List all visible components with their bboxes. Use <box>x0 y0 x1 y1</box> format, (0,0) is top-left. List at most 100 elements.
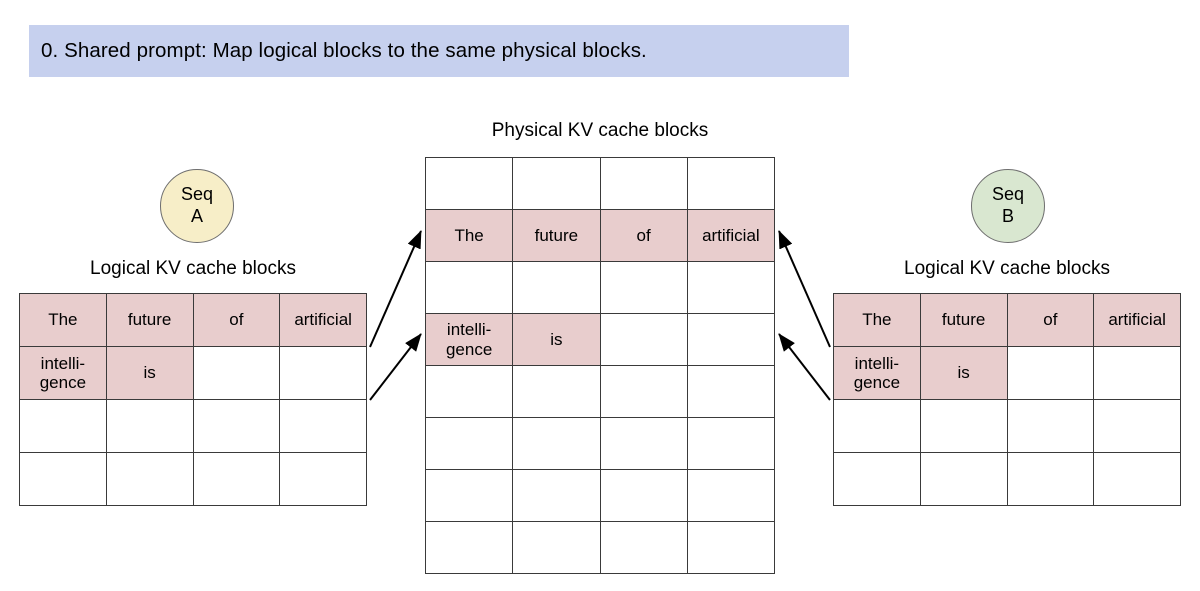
kv-block-token: artificial <box>294 310 352 330</box>
kv-block-empty <box>686 469 776 522</box>
kv-block-empty <box>105 452 194 506</box>
kv-block-empty <box>19 452 107 506</box>
kv-block-token: of <box>1043 310 1058 330</box>
block-row <box>424 261 776 314</box>
kv-block-empty <box>686 365 776 418</box>
kv-block-filled: future <box>105 293 194 347</box>
block-row: intelli-gence is <box>19 346 367 400</box>
kv-block-empty <box>512 521 601 574</box>
kv-block-empty <box>1093 452 1181 506</box>
kv-block-empty <box>424 469 514 522</box>
kv-block-empty <box>686 261 776 314</box>
kv-block-empty <box>424 417 514 470</box>
kv-block-empty <box>1093 399 1181 453</box>
block-row <box>19 452 367 506</box>
block-row <box>833 399 1181 453</box>
kv-block-empty <box>424 157 514 210</box>
kv-block-filled: is <box>105 346 194 400</box>
kv-block-filled: is <box>512 313 601 366</box>
kv-block-filled: The <box>424 209 514 262</box>
kv-block-empty <box>1006 399 1095 453</box>
kv-block-token: intelli-gence <box>39 353 87 392</box>
kv-block-token: of <box>229 310 244 330</box>
kv-block-empty <box>1093 346 1181 400</box>
kv-block-token: The <box>454 225 484 245</box>
block-row: intelli-gence is <box>424 313 776 366</box>
kv-block-token: artificial <box>1108 310 1166 330</box>
kv-block-token: The <box>862 310 892 330</box>
kv-block-filled: is <box>919 346 1008 400</box>
kv-block-empty <box>686 157 776 210</box>
physical-cache-title: Physical KV cache blocks <box>491 120 709 141</box>
kv-block-empty <box>1006 452 1095 506</box>
block-row: The future of artificial <box>19 293 367 347</box>
seq-a-label-line2: A <box>190 206 203 226</box>
kv-block-token: artificial <box>702 225 760 245</box>
kv-block-filled: intelli-gence <box>424 313 514 366</box>
seq-a-block1-to-physical-row4 <box>369 333 422 401</box>
seq-b-block0-to-physical-row2 <box>778 230 831 348</box>
block-row <box>424 157 776 210</box>
kv-block-token: The <box>48 310 78 330</box>
kv-block-empty <box>599 417 688 470</box>
block-row <box>424 521 776 574</box>
block-row <box>424 365 776 418</box>
kv-block-empty <box>686 417 776 470</box>
kv-block-token: future <box>534 225 579 245</box>
kv-block-empty <box>279 452 367 506</box>
kv-block-token: is <box>957 363 970 383</box>
physical-kv-cache-table: The future of artificial intelli-gence is <box>424 157 776 574</box>
seq-b-block1-to-physical-row4 <box>778 333 831 401</box>
kv-block-token: of <box>636 225 651 245</box>
kv-block-filled: future <box>919 293 1008 347</box>
kv-block-empty <box>833 452 921 506</box>
kv-block-filled: intelli-gence <box>19 346 107 400</box>
kv-block-filled: of <box>599 209 688 262</box>
block-row: intelli-gence is <box>833 346 1181 400</box>
kv-block-token: intelli-gence <box>853 353 901 392</box>
kv-block-empty <box>192 346 281 400</box>
kv-block-empty <box>599 521 688 574</box>
kv-block-empty <box>1006 346 1095 400</box>
block-row <box>424 469 776 522</box>
seq-a-badge: Seq A <box>160 169 234 243</box>
kv-block-empty <box>192 452 281 506</box>
kv-block-empty <box>105 399 194 453</box>
kv-block-empty <box>599 365 688 418</box>
seq-b-label-line2: B <box>1001 206 1014 226</box>
shared-prompt-banner: 0. Shared prompt: Map logical blocks to … <box>29 25 849 77</box>
kv-block-empty <box>686 313 776 366</box>
block-row <box>833 452 1181 506</box>
seq-b-label-line1: Seq <box>991 184 1025 205</box>
kv-block-empty <box>599 469 688 522</box>
kv-block-filled: The <box>833 293 921 347</box>
kv-block-empty <box>686 521 776 574</box>
seq-b-badge: Seq B <box>971 169 1045 243</box>
kv-block-empty <box>919 399 1008 453</box>
block-row: The future of artificial <box>424 209 776 262</box>
kv-block-filled: intelli-gence <box>833 346 921 400</box>
kv-block-empty <box>424 521 514 574</box>
kv-block-filled: artificial <box>686 209 776 262</box>
seq-a-label-line1: Seq <box>180 184 214 205</box>
kv-block-empty <box>599 313 688 366</box>
kv-block-empty <box>424 365 514 418</box>
kv-block-empty <box>919 452 1008 506</box>
kv-block-token: is <box>550 329 563 349</box>
kv-block-token: intelli-gence <box>445 320 493 359</box>
kv-block-empty <box>424 261 514 314</box>
block-row <box>424 417 776 470</box>
logical-cache-title-a: Logical KV cache blocks <box>90 258 296 279</box>
seq-a-block0-to-physical-row2 <box>369 230 422 348</box>
kv-block-empty <box>512 365 601 418</box>
kv-block-empty <box>192 399 281 453</box>
logical-kv-cache-table-a: The future of artificial intelli-gence is <box>19 293 367 506</box>
block-row <box>19 399 367 453</box>
kv-block-token: future <box>127 310 172 330</box>
kv-block-empty <box>599 261 688 314</box>
kv-block-empty <box>512 157 601 210</box>
kv-block-filled: future <box>512 209 601 262</box>
kv-block-token: future <box>941 310 986 330</box>
kv-block-empty <box>833 399 921 453</box>
logical-cache-title-b: Logical KV cache blocks <box>904 258 1110 279</box>
